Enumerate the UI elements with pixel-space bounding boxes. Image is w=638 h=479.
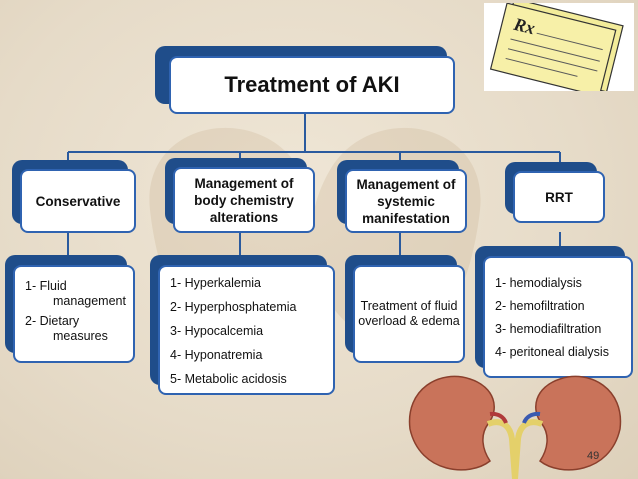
heading-conservative: Conservative: [20, 169, 136, 233]
list-item: 1- Hyperkalemia: [170, 275, 262, 290]
branch-heading-body-chemistry: Management of body chemistry alterations: [165, 158, 315, 235]
list-item: 2- hemofiltration: [495, 299, 585, 313]
list-item: 2- Hyperphosphatemia: [170, 299, 297, 314]
systemic-treatment-text: Treatment of fluid overload & edema: [353, 265, 465, 363]
list-item: 1- Fluid management: [25, 279, 126, 308]
diagram-title: Treatment of AKI: [169, 56, 455, 114]
list-item: 5- Metabolic acidosis: [170, 371, 287, 386]
heading-body-chemistry: Management of body chemistry alterations: [173, 167, 315, 233]
list-item: 1- hemodialysis: [495, 276, 582, 290]
page-number: 49: [587, 450, 600, 462]
list-item: 4- Hyponatremia: [170, 347, 263, 362]
branch-content-rrt: 1- hemodialysis 2- hemofiltration 3- hem…: [475, 246, 633, 378]
branch-heading-conservative: Conservative: [12, 160, 136, 235]
title-card: Treatment of AKI: [155, 46, 455, 114]
branch-content-body-chemistry: 1- Hyperkalemia 2- Hyperphosphatemia 3- …: [150, 255, 335, 395]
heading-rrt: RRT: [513, 171, 605, 223]
list-item: 4- peritoneal dialysis: [495, 345, 609, 359]
heading-systemic-manifestation: Management of systemic manifestation: [345, 169, 467, 233]
branch-content-conservative: 1- Fluid management 2- Dietary measures: [5, 255, 135, 363]
branch-heading-rrt: RRT: [505, 162, 605, 224]
list-item: 2- Dietary measures: [25, 314, 108, 343]
branch-heading-systemic: Management of systemic manifestation: [337, 160, 467, 235]
list-item: 3- hemodiafiltration: [495, 322, 602, 336]
prescription-note-icon: Rx: [484, 0, 634, 97]
kidney-icon: [408, 375, 622, 479]
list-item: 3- Hypocalcemia: [170, 323, 264, 338]
branch-content-systemic: Treatment of fluid overload & edema: [345, 255, 465, 363]
